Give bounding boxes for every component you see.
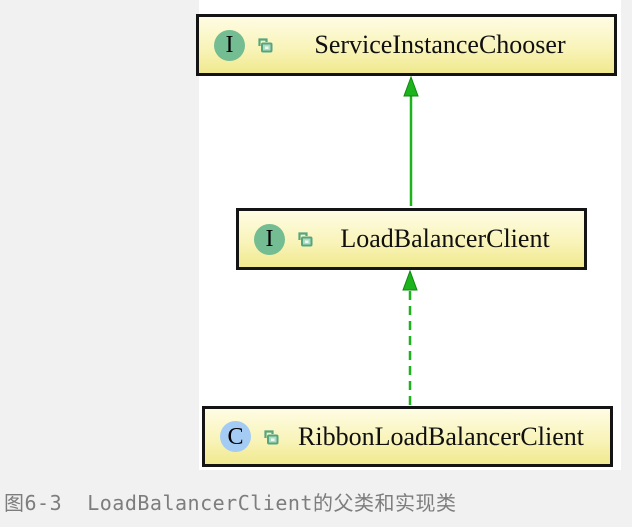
class-node-ribbon-load-balancer-client[interactable]: C RibbonLoadBalancerClient — [202, 406, 613, 467]
interface-icon: I — [214, 29, 245, 61]
node-label: ServiceInstanceChooser — [314, 30, 566, 59]
public-lock-icon — [264, 429, 279, 444]
figure-caption: 图6-3 LoadBalancerClient的父类和实现类 — [4, 491, 457, 515]
class-node-load-balancer-client[interactable]: I LoadBalancerClient — [236, 208, 587, 270]
diagram-canvas: I ServiceInstanceChooser I LoadBalancerC… — [196, 0, 621, 470]
class-node-service-instance-chooser[interactable]: I ServiceInstanceChooser — [196, 14, 617, 76]
implements-arrow — [402, 269, 418, 405]
extends-arrow — [403, 75, 419, 206]
interface-icon: I — [254, 223, 285, 255]
node-label: RibbonLoadBalancerClient — [298, 421, 584, 451]
node-label: LoadBalancerClient — [340, 224, 550, 253]
public-lock-icon — [258, 38, 273, 53]
class-icon: C — [220, 421, 251, 452]
public-lock-icon — [298, 232, 313, 247]
